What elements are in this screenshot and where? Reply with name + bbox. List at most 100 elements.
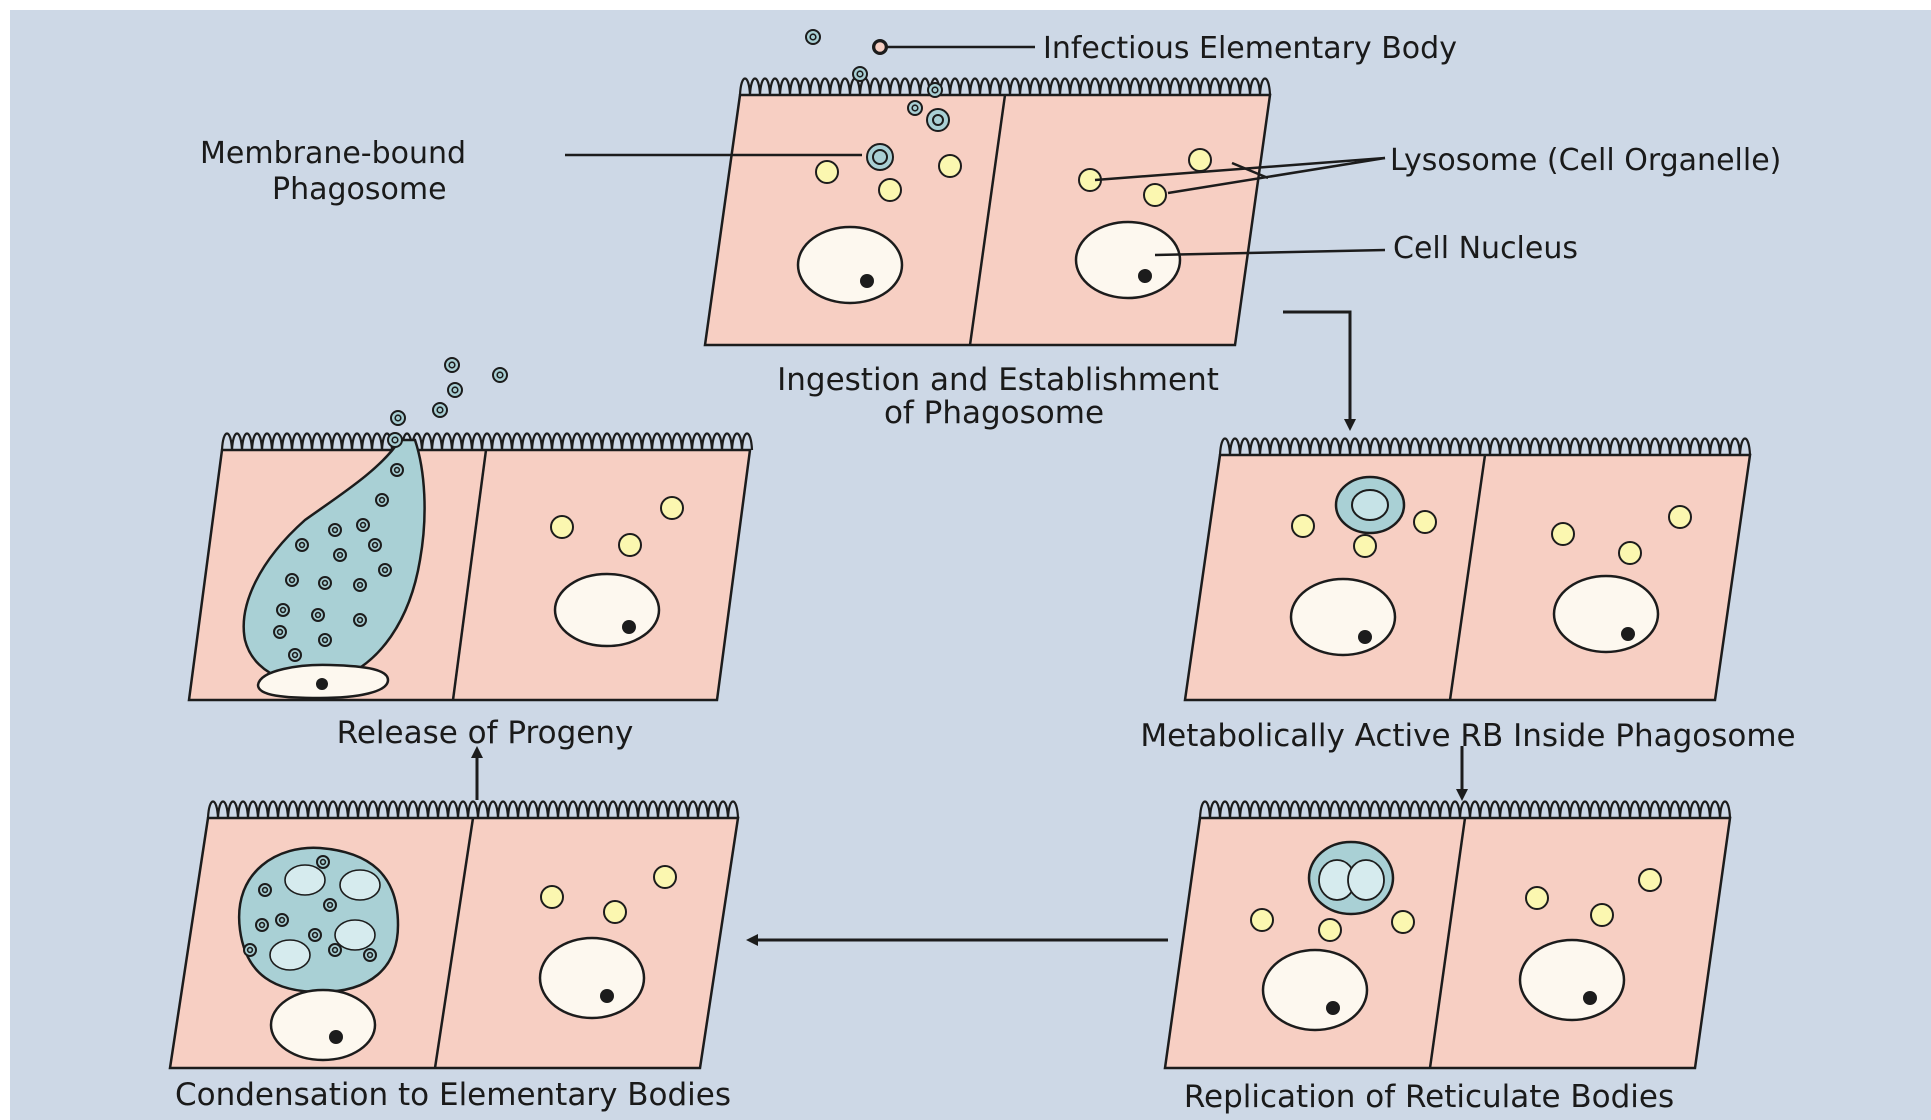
nucleolus-icon (1326, 1001, 1340, 1015)
elementary-body-icon (376, 494, 388, 506)
lysosome-icon (604, 901, 626, 923)
elementary-body-icon (256, 919, 268, 931)
lysosome-icon (1354, 535, 1376, 557)
lysosome-icon (1669, 506, 1691, 528)
nucleolus-icon (316, 678, 328, 690)
elementary-body-icon (296, 539, 308, 551)
elementary-body-icon (289, 649, 301, 661)
elementary-body-icon (276, 914, 288, 926)
stage-ingestion (705, 79, 1270, 346)
nucleus-icon (540, 938, 644, 1018)
stage-replication (1165, 802, 1730, 1069)
label-infectious-body: Infectious Elementary Body (1043, 31, 1457, 66)
reticulate-body-icon (1348, 860, 1384, 900)
elementary-body-icon (277, 604, 289, 616)
nucleolus-icon (1583, 991, 1597, 1005)
elementary-body-icon (357, 519, 369, 531)
lysosome-icon (939, 155, 961, 177)
elementary-body-icon (433, 403, 447, 417)
phagosome-icon (867, 144, 893, 170)
elementary-body-icon (806, 30, 820, 44)
elementary-body-icon (354, 579, 366, 591)
elementary-body-icon (286, 574, 298, 586)
lysosome-icon (551, 516, 573, 538)
caption-replication: Replication of Reticulate Bodies (1184, 1079, 1674, 1115)
lysosome-icon (619, 534, 641, 556)
caption-ingestion-line2: of Phagosome (884, 395, 1104, 431)
elementary-body-icon (274, 626, 286, 638)
lysosome-icon (1292, 515, 1314, 537)
lysosome-icon (1392, 911, 1414, 933)
reticulate-body-icon (285, 865, 325, 895)
lysosome-icon (1319, 919, 1341, 941)
lysosome-icon (1189, 149, 1211, 171)
lysosome-icon (1251, 909, 1273, 931)
elementary-body-icon (309, 929, 321, 941)
label-lysosome: Lysosome (Cell Organelle) (1390, 143, 1781, 178)
caption-release: Release of Progeny (337, 715, 634, 751)
lysosome-icon (1144, 184, 1166, 206)
lysosome-icon (661, 497, 683, 519)
nucleus-icon (1554, 576, 1658, 652)
elementary-body-icon (312, 609, 324, 621)
elementary-body-icon (317, 856, 329, 868)
nucleolus-icon (1358, 630, 1372, 644)
elementary-body-icon (379, 564, 391, 576)
elementary-body-icon (244, 944, 256, 956)
stage-condensation (170, 802, 738, 1069)
elementary-body-icon (388, 433, 402, 447)
lysosome-icon (654, 866, 676, 888)
reticulate-body-icon (1352, 490, 1388, 520)
elementary-body-icon (369, 539, 381, 551)
elementary-body-icon (908, 101, 922, 115)
nucleus-icon (798, 227, 902, 303)
lysosome-icon (1639, 869, 1661, 891)
nucleus-icon (555, 574, 659, 646)
elementary-body-icon (319, 577, 331, 589)
lysosome-icon (1619, 542, 1641, 564)
lysosome-icon (1552, 523, 1574, 545)
lysosome-icon (816, 161, 838, 183)
elementary-body-icon (448, 383, 462, 397)
elementary-body-icon (928, 83, 942, 97)
caption-condensation: Condensation to Elementary Bodies (175, 1077, 731, 1113)
caption-metabolic: Metabolically Active RB Inside Phagosome (1140, 718, 1795, 754)
lysosome-icon (1526, 887, 1548, 909)
nucleus-icon (1291, 579, 1395, 655)
nucleolus-icon (860, 274, 874, 288)
reticulate-body-icon (270, 940, 310, 970)
nucleus-icon (1520, 940, 1624, 1020)
nucleolus-icon (329, 1030, 343, 1044)
elementary-body-icon (319, 634, 331, 646)
nucleolus-icon (622, 620, 636, 634)
elementary-body-icon (391, 464, 403, 476)
elementary-body-icon (874, 41, 886, 53)
nucleus-icon (271, 990, 375, 1060)
elementary-body-icon (329, 944, 341, 956)
lysosome-icon (879, 179, 901, 201)
caption-ingestion-line1: Ingestion and Establishment (777, 362, 1219, 398)
stage-metabolic (1185, 439, 1750, 701)
lysosome-icon (1591, 904, 1613, 926)
elementary-body-icon (354, 614, 366, 626)
nucleus-icon (1263, 950, 1367, 1030)
reticulate-body-icon (340, 870, 380, 900)
elementary-body-icon (853, 67, 867, 81)
nucleus-icon (1076, 222, 1180, 298)
lysosome-icon (1414, 511, 1436, 533)
elementary-body-icon (445, 358, 459, 372)
nucleolus-icon (1138, 269, 1152, 283)
label-membrane-line2: Phagosome (272, 172, 447, 207)
elementary-body-icon (364, 949, 376, 961)
elementary-body-icon (259, 884, 271, 896)
nucleolus-icon (600, 989, 614, 1003)
elementary-body-icon (493, 368, 507, 382)
label-nucleus: Cell Nucleus (1393, 231, 1578, 266)
reticulate-body-icon (335, 920, 375, 950)
lysosome-icon (541, 886, 563, 908)
elementary-body-icon (324, 899, 336, 911)
elementary-body-icon (391, 411, 405, 425)
elementary-body-icon (927, 109, 949, 131)
